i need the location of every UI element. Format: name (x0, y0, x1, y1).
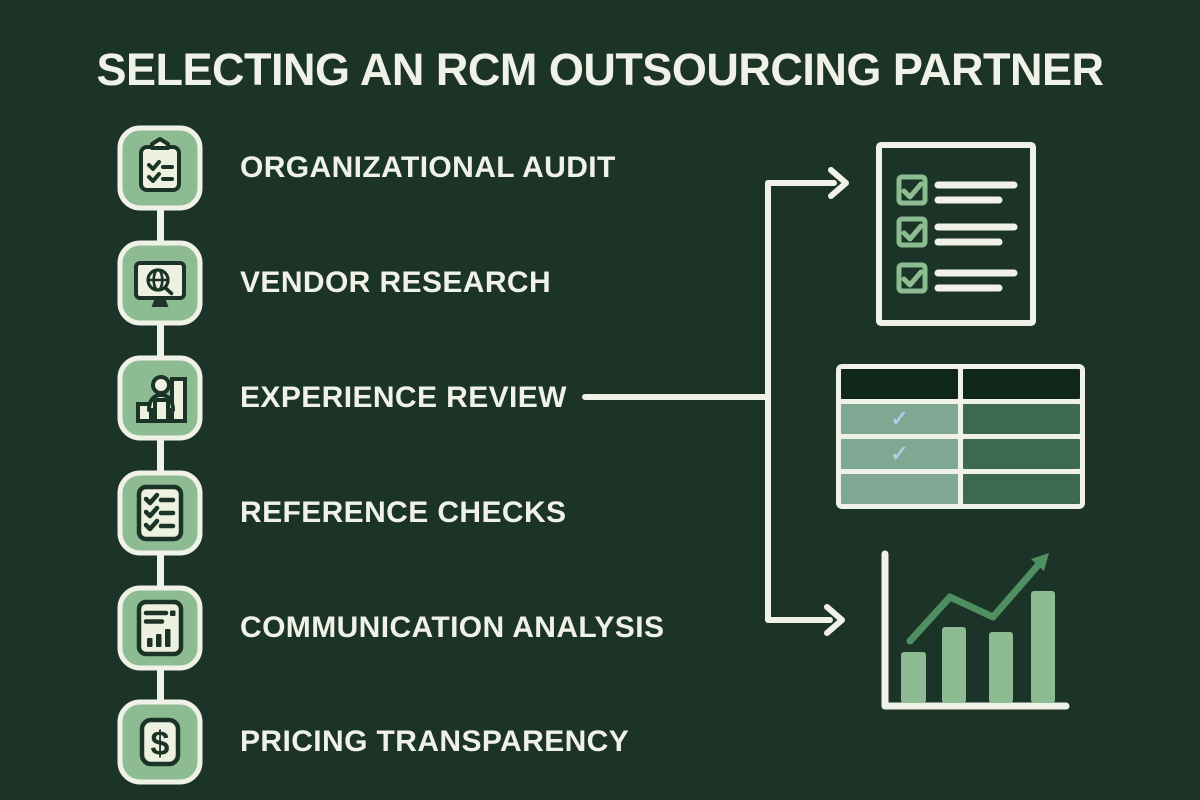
step-label: COMMUNICATION ANALYSIS (240, 611, 665, 644)
step-organizational-audit: ORGANIZATIONAL AUDIT (115, 123, 616, 213)
checked-document-row (896, 216, 1018, 248)
connector-arrows (582, 167, 849, 636)
step-label: ORGANIZATIONAL AUDIT (240, 151, 616, 184)
checked-document-row (896, 174, 1018, 206)
step-label: PRICING TRANSPARENCY (240, 725, 630, 758)
dollar-sign-icon: $ (115, 697, 205, 787)
clipboard-check-icon (115, 123, 205, 213)
person-bar-chart-icon (115, 353, 205, 443)
step-vendor-research: VENDOR RESEARCH (115, 238, 551, 328)
arrowhead-bottom (824, 604, 845, 636)
growth-chart-bar (1031, 591, 1055, 703)
step-label: REFERENCE CHECKS (240, 496, 567, 529)
table-header-cell (963, 369, 1080, 399)
step-label: EXPERIENCE REVIEW (240, 381, 567, 414)
table-left-cell (841, 474, 958, 504)
step-communication-analysis: COMMUNICATION ANALYSIS (115, 583, 664, 673)
step-connector-rail (157, 168, 164, 742)
growth-trend-line (906, 559, 1044, 645)
checked-document-row (896, 262, 1018, 294)
table-right-cell (963, 404, 1080, 434)
table-left-cell: ✓ (841, 439, 958, 469)
monitor-globe-search-icon (115, 238, 205, 328)
page-title: SELECTING AN RCM OUTSOURCING PARTNER (96, 44, 1104, 95)
step-experience-review: EXPERIENCE REVIEW (115, 353, 567, 443)
comparison-table: ✓✓ (836, 364, 1085, 509)
growth-chart-bar (942, 627, 966, 703)
table-right-cell (963, 474, 1080, 504)
table-right-cell (963, 439, 1080, 469)
step-pricing-transparency: $ PRICING TRANSPARENCY (115, 697, 629, 787)
growth-chart-bar (901, 652, 926, 703)
comparison-table-grid: ✓✓ (841, 369, 1080, 504)
chart-axes (881, 550, 1070, 710)
step-reference-checks: REFERENCE CHECKS (115, 468, 566, 558)
checked-document-rows (896, 174, 1018, 294)
table-header-cell (841, 369, 958, 399)
dollar-glyph: $ (151, 725, 170, 763)
growth-chart-bars (901, 591, 1055, 703)
document-report-icon (115, 583, 205, 673)
growth-chart-bar (989, 632, 1013, 703)
table-left-cell: ✓ (841, 404, 958, 434)
checklist-icon (115, 468, 205, 558)
checked-document (876, 142, 1036, 326)
step-label: VENDOR RESEARCH (240, 266, 552, 299)
arrowhead-top (828, 167, 849, 199)
growth-trend-arrowhead (1031, 553, 1049, 571)
growth-chart (881, 550, 1070, 710)
